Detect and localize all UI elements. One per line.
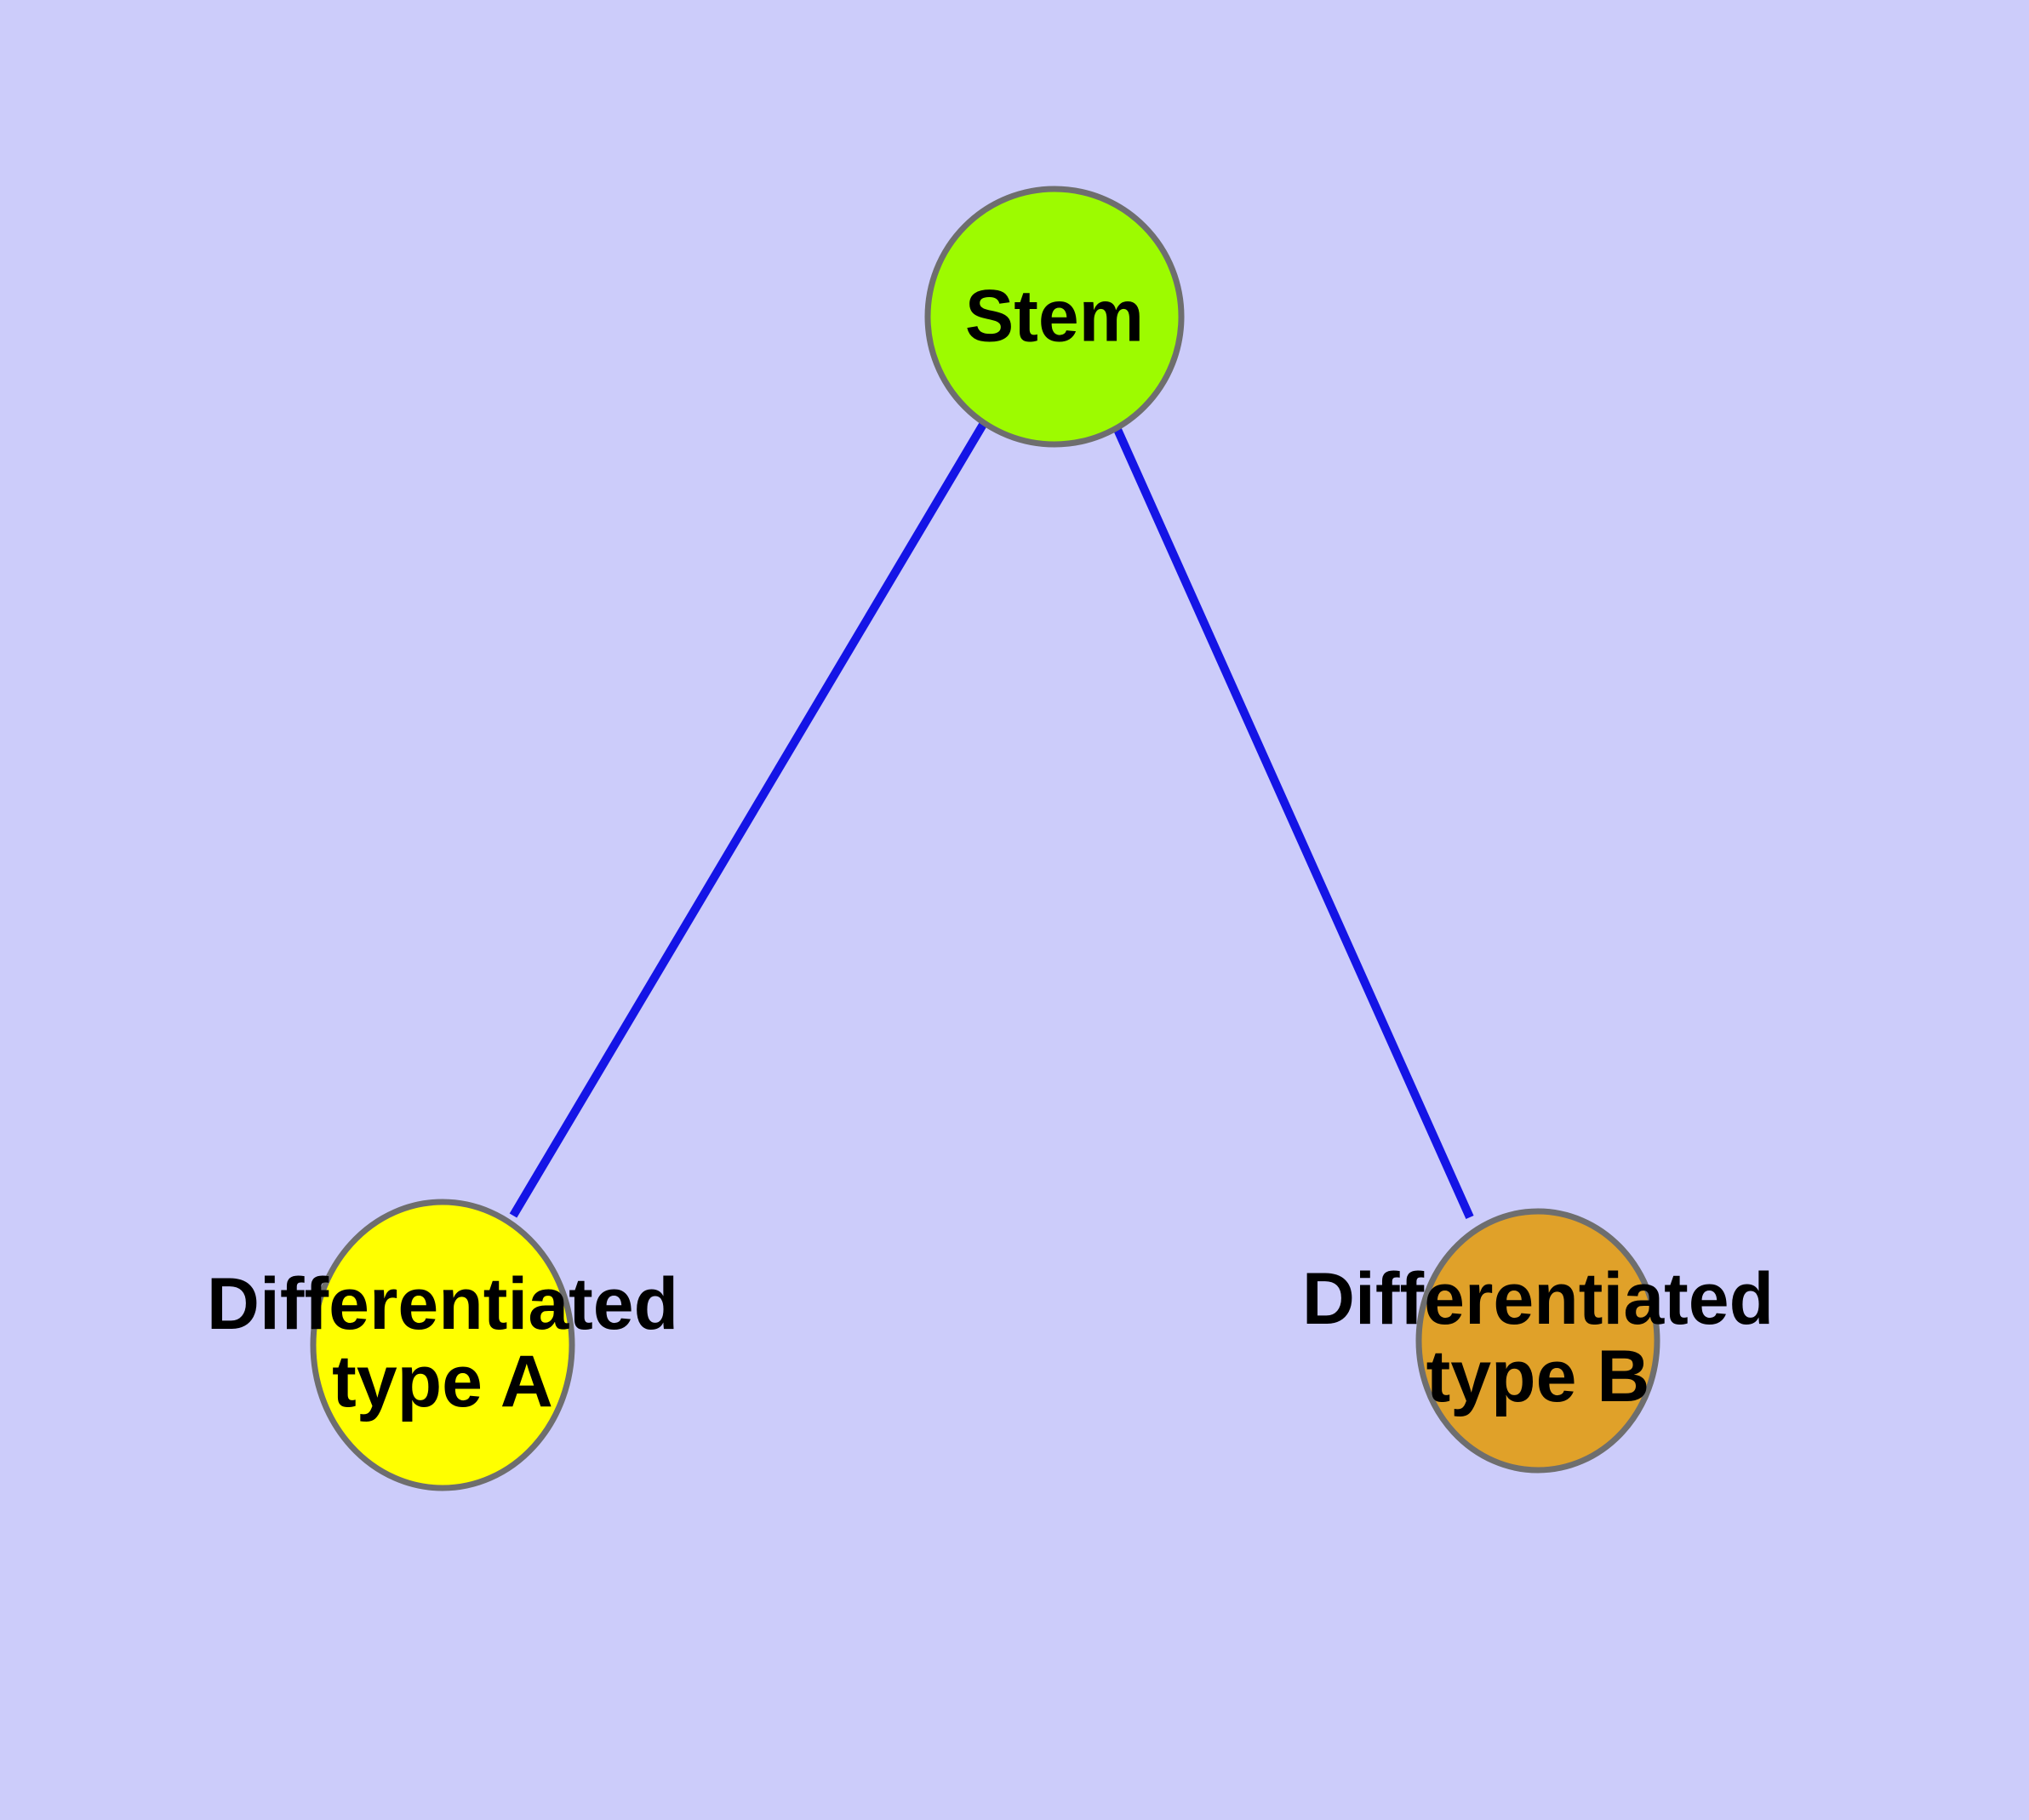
edge-layer <box>509 421 1474 1220</box>
node-differentiated-type-a[interactable] <box>310 1199 575 1491</box>
node-layer <box>310 186 1660 1491</box>
node-stem[interactable] <box>924 186 1185 448</box>
node-differentiated-type-b[interactable] <box>1415 1208 1660 1474</box>
edge-stem-to-differentiated-type-b <box>1112 423 1474 1220</box>
edge-stem-to-differentiated-type-a <box>509 421 988 1218</box>
